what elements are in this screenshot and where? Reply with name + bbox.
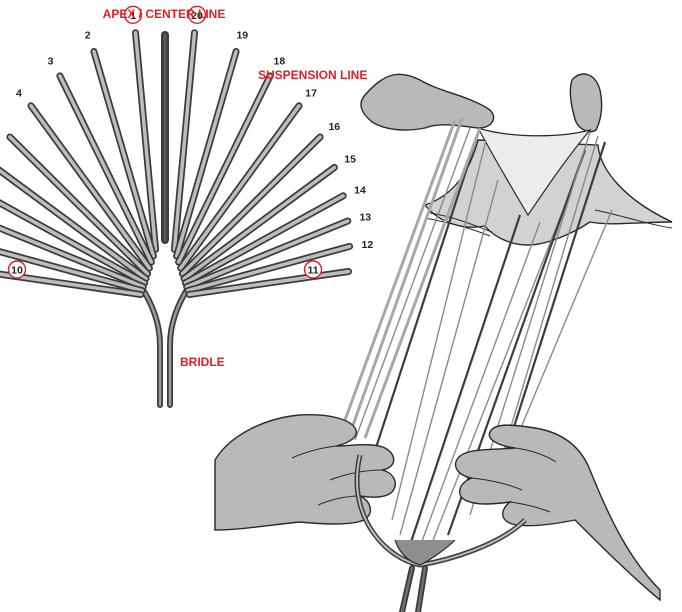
- line-number-14: 14: [354, 184, 366, 196]
- apex-center-line-label: APEX / CENTER LINE: [103, 7, 226, 21]
- bridle-label: BRIDLE: [180, 355, 225, 369]
- line-number-11: 11: [307, 265, 318, 277]
- line-number-16: 16: [328, 121, 340, 133]
- bridle: [140, 285, 190, 405]
- line-number-12: 12: [362, 239, 374, 251]
- line-number-10: 10: [11, 265, 23, 277]
- top-right-hand: [570, 74, 601, 132]
- line-number-18: 18: [274, 55, 286, 67]
- hands-holding-parachute-illustration: [215, 74, 672, 612]
- hanging-line: [355, 128, 470, 440]
- suspension-line-label: SUSPENSION LINE: [258, 68, 367, 82]
- line-number-19: 19: [236, 30, 248, 42]
- line-number-2: 2: [85, 30, 91, 42]
- line-number-13: 13: [359, 212, 371, 224]
- top-left-hand: [361, 74, 494, 130]
- line-number-4: 4: [16, 88, 22, 100]
- held-line: [365, 128, 480, 438]
- hanging-line: [372, 134, 478, 460]
- line-number-17: 17: [305, 88, 317, 100]
- line-number-15: 15: [344, 154, 356, 166]
- held-line: [352, 118, 462, 428]
- bottom-right-hand: [456, 425, 660, 600]
- line-number-3: 3: [48, 55, 54, 67]
- line-fan-diagram: 1234567891020191817161514131211 APEX / C…: [0, 6, 373, 405]
